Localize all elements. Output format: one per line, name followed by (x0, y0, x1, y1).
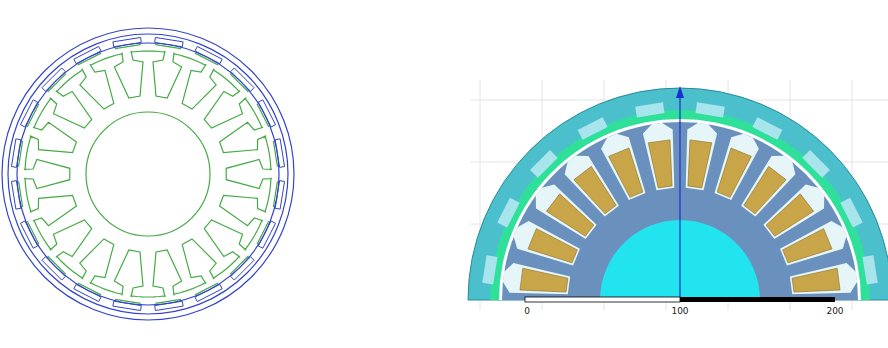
magnet-face (257, 104, 269, 127)
coil (717, 148, 751, 197)
scale-number: 200 (826, 306, 843, 316)
magnet-face (48, 74, 66, 92)
coil (574, 166, 616, 213)
magnet-face (19, 181, 23, 207)
scale-bar-white (525, 297, 680, 302)
magnet-face (257, 221, 269, 244)
coil (528, 229, 577, 263)
magnet-face (155, 299, 181, 303)
magnet-face (155, 45, 181, 49)
axis-arrowhead (676, 86, 684, 98)
coil (520, 268, 568, 292)
magnet-face (48, 256, 66, 274)
coil (766, 194, 813, 236)
coil (648, 140, 672, 188)
magnet-face (27, 221, 39, 244)
motor-outline-drawing (2, 28, 294, 320)
slot (686, 123, 717, 190)
slot (643, 123, 674, 190)
magnet (635, 102, 664, 117)
scale-bar-black (680, 297, 835, 302)
magnet (482, 255, 497, 284)
rotor-ring (2, 28, 294, 320)
rotor-inner-ring (17, 43, 279, 305)
magnet-face (273, 181, 277, 207)
rotor-ring (8, 34, 288, 314)
magnet (863, 255, 878, 284)
slot (780, 221, 846, 265)
scale-number: 0 (524, 306, 530, 316)
coil (744, 166, 786, 213)
magnet (695, 102, 724, 117)
magnet-outline (42, 257, 65, 280)
magnet-outline (231, 68, 254, 91)
magnet-face (19, 141, 23, 167)
magnet-face (27, 104, 39, 127)
coil (546, 194, 593, 236)
shaft-bore (86, 112, 210, 236)
magnet-face (273, 141, 277, 167)
magnet-face (115, 45, 141, 49)
coil (792, 268, 840, 292)
scale-number: 100 (671, 306, 688, 316)
slot (790, 263, 857, 294)
magnet-outline (42, 68, 65, 91)
stator-outline (24, 51, 272, 297)
coil (783, 229, 832, 263)
magnet-face (230, 256, 248, 274)
magnet-face (78, 53, 101, 65)
magnet-face (78, 283, 101, 295)
magnet-face (195, 283, 218, 295)
slot (503, 263, 570, 294)
magnet-face (230, 74, 248, 92)
magnet-outline (231, 257, 254, 280)
y-axis (679, 92, 680, 300)
magnet-face (115, 299, 141, 303)
coil (688, 140, 712, 188)
slot (601, 134, 645, 200)
half-model (468, 80, 888, 348)
coil (609, 148, 643, 197)
magnet-face (195, 53, 218, 65)
